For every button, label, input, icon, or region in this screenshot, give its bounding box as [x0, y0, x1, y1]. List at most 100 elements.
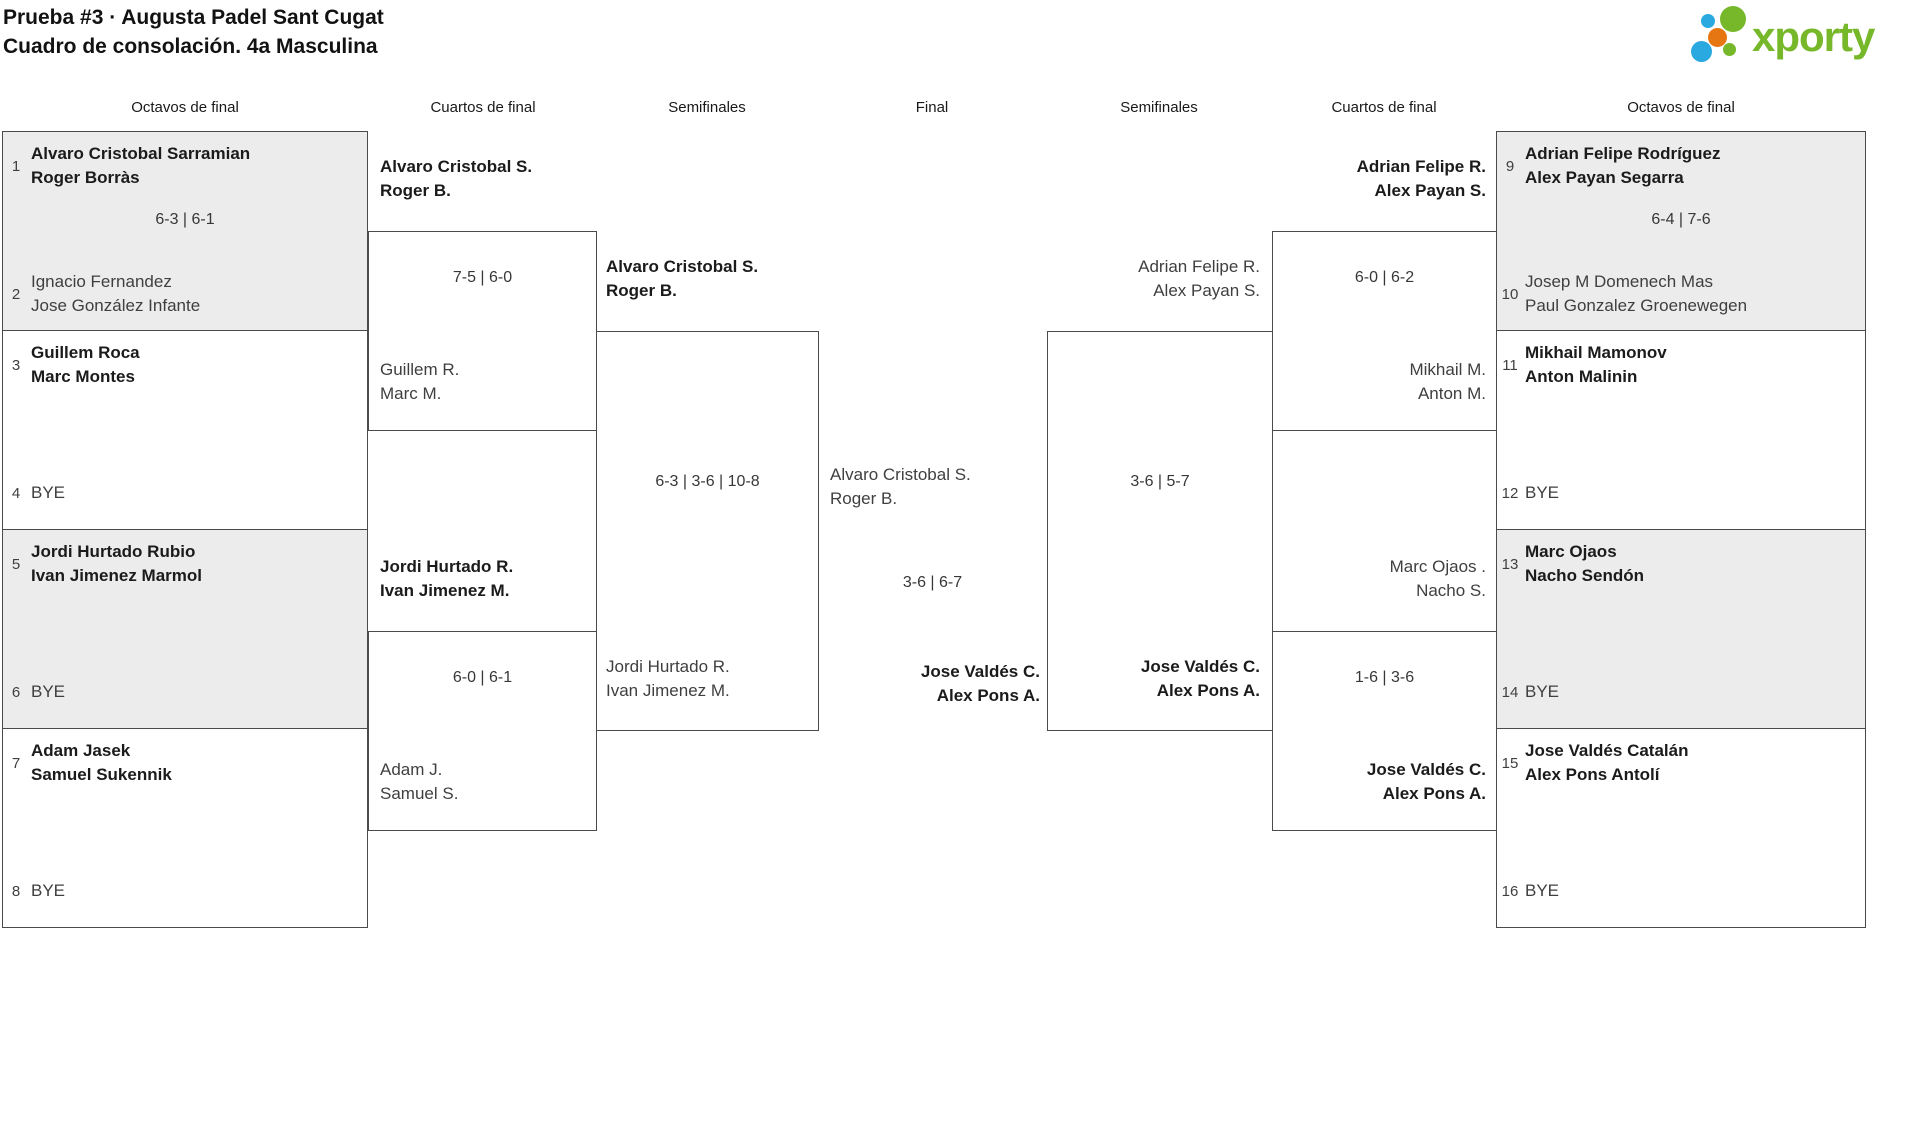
- team-name-line: Marc Ojaos: [1525, 542, 1617, 561]
- seed-number: 1: [11, 157, 21, 175]
- round-header-octavos-right: Octavos de final: [1627, 99, 1735, 116]
- team-name-line: Nacho Sendón: [1525, 566, 1645, 585]
- seed-number: 11: [1502, 356, 1518, 374]
- seed-number: 9: [1505, 157, 1515, 175]
- team-name-line: Jordi Hurtado R.: [606, 657, 730, 676]
- title-line2: Cuadro de consolación. 4a Masculina: [3, 35, 378, 58]
- team-row: 16 BYE: [1497, 865, 1865, 917]
- team: Josep M Domenech Mas Paul Gonzalez Groen…: [1523, 270, 1747, 318]
- sf-right-loser-team: Adrian Felipe R. Alex Payan S.: [1047, 255, 1260, 303]
- team-row: 3 Guillem Roca Marc Montes: [3, 339, 367, 391]
- team-name-line: Adrian Felipe Rodríguez: [1525, 144, 1721, 163]
- team: BYE: [29, 680, 65, 704]
- seed-number: 4: [11, 484, 21, 502]
- team-name-line: Alex Pons Antolí: [1525, 765, 1660, 784]
- team: Ignacio Fernandez Jose González Infante: [29, 270, 200, 318]
- xporty-logo[interactable]: xporty: [1690, 0, 1918, 78]
- match-box-r16-5: 9 Adrian Felipe Rodríguez Alex Payan Seg…: [1496, 131, 1866, 331]
- match-box-sf-left: [596, 331, 819, 731]
- match-box-qf-2: [368, 631, 597, 831]
- team-name-line: Ivan Jimenez Marmol: [31, 566, 203, 585]
- seed-number: 15: [1501, 754, 1519, 772]
- team-name-line: Ignacio Fernandez: [31, 272, 172, 291]
- team-name-line: Alex Pons A.: [1382, 784, 1486, 803]
- team-row: 11 Mikhail Mamonov Anton Malinin: [1497, 339, 1865, 391]
- team-name-line: Roger B.: [830, 489, 898, 508]
- seed-number: 16: [1501, 882, 1519, 900]
- round-header-semis-left: Semifinales: [668, 99, 746, 116]
- team-name-line: Guillem R.: [380, 360, 460, 379]
- match-score: 6-4 | 7-6: [1651, 211, 1711, 228]
- team-name-line: Adrian Felipe R.: [1138, 257, 1260, 276]
- team-row: 5 Jordi Hurtado Rubio Ivan Jimenez Marmo…: [3, 538, 367, 590]
- team-name-line: Alex Pons A.: [936, 686, 1040, 705]
- team: Adrian Felipe Rodríguez Alex Payan Segar…: [1523, 142, 1721, 190]
- team-name-line: Adam J.: [380, 760, 443, 779]
- seed-number: 13: [1501, 555, 1519, 573]
- team-name-line: Samuel S.: [380, 784, 459, 803]
- team-name-line: Adrian Felipe R.: [1356, 157, 1486, 176]
- team: Adam Jasek Samuel Sukennik: [29, 739, 172, 787]
- team-row: 6 BYE: [3, 666, 367, 718]
- round-header-semis-right: Semifinales: [1120, 99, 1198, 116]
- team-name-line: Alvaro Cristobal Sarramian: [31, 144, 251, 163]
- team-name-line: Samuel Sukennik: [31, 765, 172, 784]
- team: BYE: [1523, 481, 1559, 505]
- match-box-r16-2: 3 Guillem Roca Marc Montes 4 BYE: [2, 330, 368, 530]
- match-box-qf-4: [1272, 631, 1497, 831]
- match-box-r16-3: 5 Jordi Hurtado Rubio Ivan Jimenez Marmo…: [2, 529, 368, 729]
- final-score: 3-6 | 6-7: [902, 574, 963, 591]
- round-header-cuartos-right: Cuartos de final: [1331, 99, 1437, 116]
- qf3-score: 6-0 | 6-2: [1354, 269, 1415, 286]
- team-name-line: BYE: [31, 682, 66, 701]
- team-name-line: Roger B.: [606, 281, 677, 300]
- team-row: 14 BYE: [1497, 666, 1865, 718]
- team-name-line: Alvaro Cristobal S.: [606, 257, 759, 276]
- team-row: 1 Alvaro Cristobal Sarramian Roger Borrà…: [3, 140, 367, 192]
- page-title: Prueba #3 · Augusta Padel Sant Cugat Cua…: [3, 3, 384, 61]
- round-header-octavos-left: Octavos de final: [131, 99, 239, 116]
- team-row: 2 Ignacio Fernandez Jose González Infant…: [3, 268, 367, 320]
- team-name-line: Jose Valdés Catalán: [1525, 741, 1689, 760]
- logo-dot-green-small-icon: [1723, 43, 1736, 56]
- team-name-line: BYE: [1525, 682, 1560, 701]
- seed-number: 8: [11, 882, 21, 900]
- team-name-line: Josep M Domenech Mas: [1525, 272, 1714, 291]
- qf1-loser-team: Guillem R. Marc M.: [380, 358, 459, 406]
- team-name-line: BYE: [31, 483, 66, 502]
- team: Mikhail Mamonov Anton Malinin: [1523, 341, 1667, 389]
- team-name-line: Marc Montes: [31, 367, 135, 386]
- team-name-line: Jose Valdés C.: [1366, 760, 1486, 779]
- sf-left-loser-team: Jordi Hurtado R. Ivan Jimenez M.: [606, 655, 730, 703]
- seed-number: 7: [11, 754, 21, 772]
- team-name-line: Anton Malinin: [1525, 367, 1638, 386]
- team-name-line: Nacho S.: [1416, 581, 1486, 600]
- qf4-winner-team: Jose Valdés C. Alex Pons A.: [1272, 758, 1486, 806]
- seed-number: 3: [11, 356, 21, 374]
- final-left-team: Alvaro Cristobal S. Roger B.: [830, 463, 971, 511]
- team-name-line: Jose González Infante: [31, 296, 201, 315]
- team-row: 7 Adam Jasek Samuel Sukennik: [3, 737, 367, 789]
- qf2-loser-team: Adam J. Samuel S.: [380, 758, 458, 806]
- team-name-line: Paul Gonzalez Groenewegen: [1525, 296, 1748, 315]
- round-header-final: Final: [915, 99, 949, 116]
- team: Jose Valdés Catalán Alex Pons Antolí: [1523, 739, 1688, 787]
- qf3-loser-team: Mikhail M. Anton M.: [1272, 358, 1486, 406]
- seed-number: 6: [11, 683, 21, 701]
- logo-dot-blue-large-icon: [1691, 41, 1712, 62]
- team-row: 8 BYE: [3, 865, 367, 917]
- team: BYE: [1523, 680, 1559, 704]
- team-name-line: Alex Payan S.: [1374, 181, 1486, 200]
- team-name-line: Roger Borràs: [31, 168, 140, 187]
- team-name-line: BYE: [1525, 483, 1560, 502]
- team-name-line: Guillem Roca: [31, 343, 140, 362]
- team: BYE: [1523, 879, 1559, 903]
- team-name-line: Adam Jasek: [31, 741, 131, 760]
- round-header-cuartos-left: Cuartos de final: [430, 99, 536, 116]
- team-name-line: Mikhail M.: [1409, 360, 1486, 379]
- team-name-line: BYE: [31, 881, 66, 900]
- team: BYE: [29, 481, 65, 505]
- team-name-line: Jose Valdés C.: [920, 662, 1040, 681]
- seed-number: 14: [1501, 683, 1519, 701]
